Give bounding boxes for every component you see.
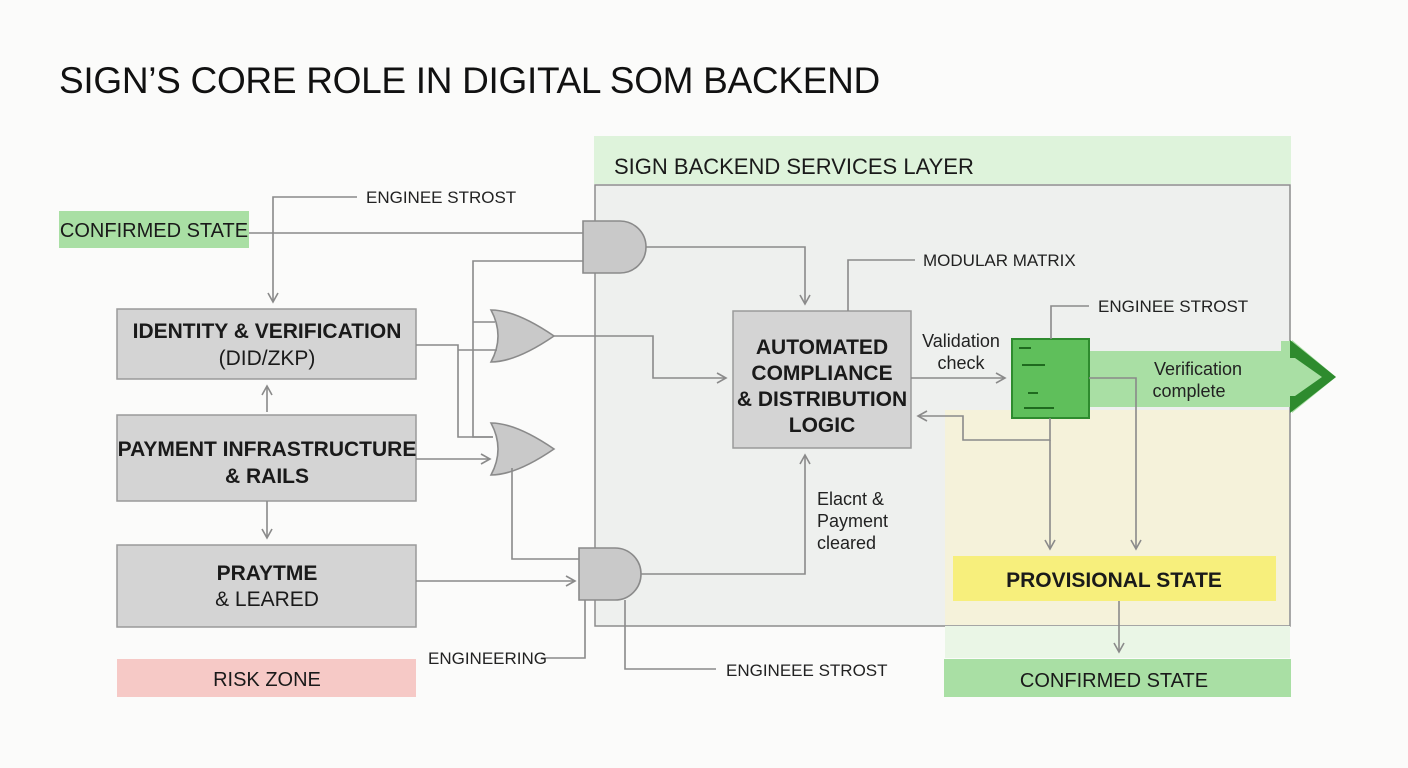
confirmed-state-top-label: CONFIRMED STATE: [60, 220, 248, 242]
verification-label-2: complete: [1152, 381, 1225, 401]
validation-checker-box: [1011, 338, 1090, 419]
layer-title: SIGN BACKEND SERVICES LAYER: [614, 154, 974, 179]
or-gate-upper-icon: [489, 309, 556, 363]
praytme-box: [116, 544, 417, 628]
verification-arrow-icon: [1290, 340, 1336, 413]
praytme-box-subtitle: & LEARED: [215, 588, 319, 611]
page-title: SIGN’S CORE ROLE IN DIGITAL SOM BACKEND: [59, 60, 880, 101]
provisional-state-label: PROVISIONAL STATE: [1006, 569, 1222, 592]
compliance-logic-box: [732, 310, 912, 449]
payment-box-subtitle: & RAILS: [225, 465, 309, 488]
enginee-strost-top-label: ENGINEE STROST: [366, 188, 516, 207]
enginee-strost-bottom-label: ENGINEEE STROST: [726, 661, 888, 680]
elacnt-label-1: Elacnt &: [817, 489, 884, 509]
provisional-state: [953, 556, 1276, 601]
identity-verification-box: [116, 308, 417, 380]
verification-label-1: Verification: [1154, 359, 1242, 379]
identity-box-title: IDENTITY & VERIFICATION: [133, 320, 402, 343]
elacnt-label-2: Payment: [817, 511, 888, 531]
confirmed-region-band: [945, 626, 1290, 658]
risk-zone: [117, 659, 416, 697]
and-gate-top-icon: [582, 220, 647, 274]
risk-zone-label: RISK ZONE: [213, 669, 321, 691]
engineering-label: ENGINEERING: [428, 649, 547, 668]
confirmed-state-top: [59, 211, 249, 248]
confirmed-state-bottom-label: CONFIRMED STATE: [1020, 670, 1208, 692]
compliance-line-1: AUTOMATED: [756, 336, 888, 359]
enginee-strost-right-label: ENGINEE STROST: [1098, 297, 1248, 316]
or-gate-lower-icon: [489, 422, 556, 476]
compliance-line-2: COMPLIANCE: [751, 362, 892, 385]
validation-label-2: check: [937, 353, 985, 373]
verification-band: [1090, 340, 1336, 413]
compliance-line-3: & DISTRIBUTION: [737, 388, 907, 411]
connector-wires: [249, 196, 1142, 670]
payment-box-title: PAYMENT INFRASTRUCTURE: [118, 438, 417, 461]
identity-box-subtitle: (DID/ZKP): [219, 347, 316, 370]
elacnt-label-3: cleared: [817, 533, 876, 553]
confirmed-state-bottom: [944, 659, 1291, 697]
modular-matrix-label: MODULAR MATRIX: [923, 251, 1076, 270]
compliance-line-4: LOGIC: [789, 414, 856, 437]
layer-header-band: [594, 136, 1291, 184]
and-gate-bottom-icon: [578, 547, 642, 601]
validation-label-1: Validation: [922, 331, 1000, 351]
praytme-box-title: PRAYTME: [217, 562, 318, 585]
